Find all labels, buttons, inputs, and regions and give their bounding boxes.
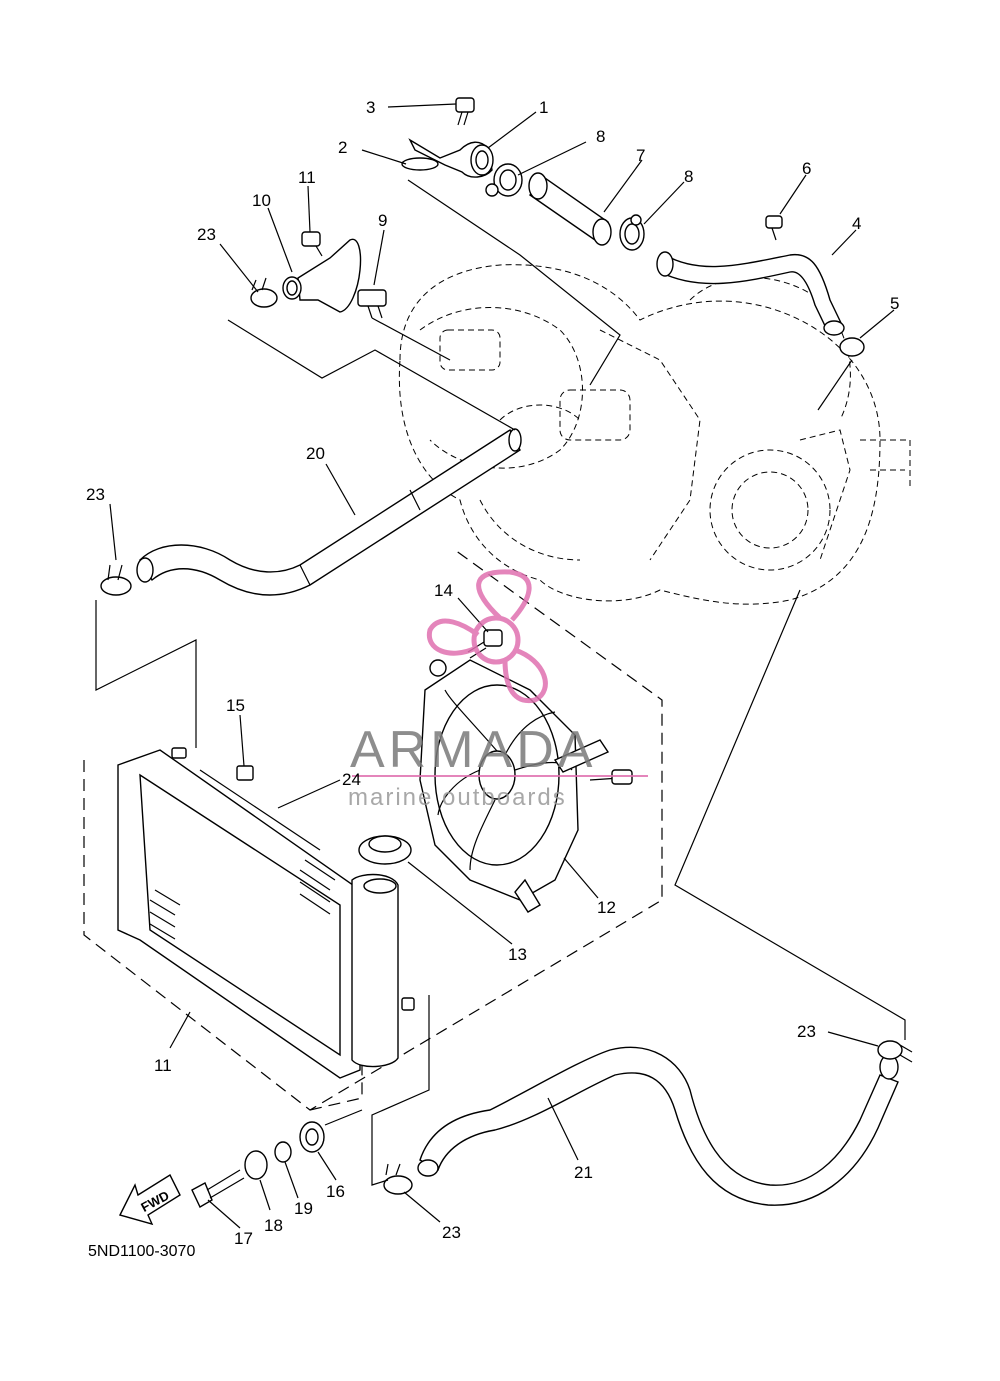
callout-14: 13 — [508, 945, 527, 964]
callout-11: 11 — [298, 168, 316, 187]
callout-21: 20 — [306, 444, 325, 463]
callout-17: 16 — [326, 1182, 345, 1201]
radiator-hose-22 — [417, 1046, 899, 1206]
radiator-lower-boundary — [309, 1055, 363, 1111]
collar-20 — [274, 1141, 292, 1163]
callout-7: 7 — [636, 146, 645, 165]
callout-23-left: 23 — [86, 485, 105, 504]
o-ring-5 — [839, 337, 865, 357]
clamp-8-lower — [619, 214, 645, 251]
callout-12: 11 — [154, 1056, 172, 1075]
o-ring-2 — [401, 157, 439, 171]
callout-18: 17 — [234, 1229, 253, 1248]
fan-assembly-13 — [419, 659, 633, 913]
fan-group-boundary — [83, 549, 663, 1111]
callout-22: 21 — [574, 1163, 593, 1182]
callout-23-lower-left: 23 — [442, 1223, 461, 1242]
callout-4: 4 — [852, 214, 861, 233]
hose-clamp-23-top — [250, 277, 278, 308]
watermark-subtitle: marine outboards — [348, 784, 567, 811]
callout-16: 15 — [226, 696, 245, 715]
radiator-hose-21 — [136, 428, 522, 596]
callout-3: 3 — [366, 98, 375, 117]
callout-10: 10 — [252, 191, 271, 210]
drawing-code: 5ND1100-3070 — [88, 1243, 195, 1260]
damper-17 — [299, 1121, 325, 1153]
radiator-12 — [117, 747, 415, 1079]
water-pipe-4 — [656, 251, 845, 336]
callout-15: 14 — [434, 581, 453, 600]
reference-lines — [95, 179, 906, 1186]
clip-16 — [236, 765, 254, 781]
callout-2: 2 — [338, 138, 347, 157]
watermark: ARMADA marine outboards — [348, 569, 648, 811]
callout-19: 18 — [264, 1216, 283, 1235]
callout-23-top: 23 — [197, 225, 216, 244]
outlet-pipe — [408, 138, 494, 178]
bolt-18 — [191, 1169, 245, 1208]
hose-clamp-23-left — [100, 564, 132, 596]
leader-lines — [109, 103, 895, 1229]
radiator-core-fins — [149, 859, 336, 940]
callout-9: 9 — [378, 211, 387, 230]
hose-clamp-23-lower-left — [383, 1163, 413, 1195]
callout-13: 12 — [597, 898, 616, 917]
callout-6: 6 — [802, 159, 811, 178]
washer-19 — [244, 1150, 268, 1180]
bolt-3 — [455, 97, 475, 126]
drain-plug-9 — [357, 289, 387, 319]
callout-23-lower-right: 23 — [797, 1022, 816, 1041]
bolt-11 — [301, 231, 323, 257]
callout-24: 24 — [342, 770, 361, 789]
hose-joint-10 — [282, 238, 362, 313]
callout-20: 19 — [294, 1199, 313, 1218]
hose-clamp-23-lower-right — [877, 1040, 913, 1063]
radiator-cap-14 — [358, 835, 412, 894]
propeller-logo — [426, 569, 548, 704]
callout-8-lower: 8 — [684, 167, 693, 186]
callout-labels: 3 1 2 8 7 8 6 11 10 9 4 23 5 20 23 14 15… — [86, 98, 899, 1248]
callout-8-upper: 8 — [596, 127, 605, 146]
hose-7 — [528, 172, 612, 246]
callout-1: 1 — [539, 98, 548, 117]
bolt-6 — [765, 215, 783, 241]
forward-arrow: FWD — [118, 1173, 181, 1226]
clamp-8-upper — [485, 163, 523, 197]
callout-5: 5 — [890, 294, 899, 313]
watermark-title: ARMADA — [350, 721, 596, 779]
